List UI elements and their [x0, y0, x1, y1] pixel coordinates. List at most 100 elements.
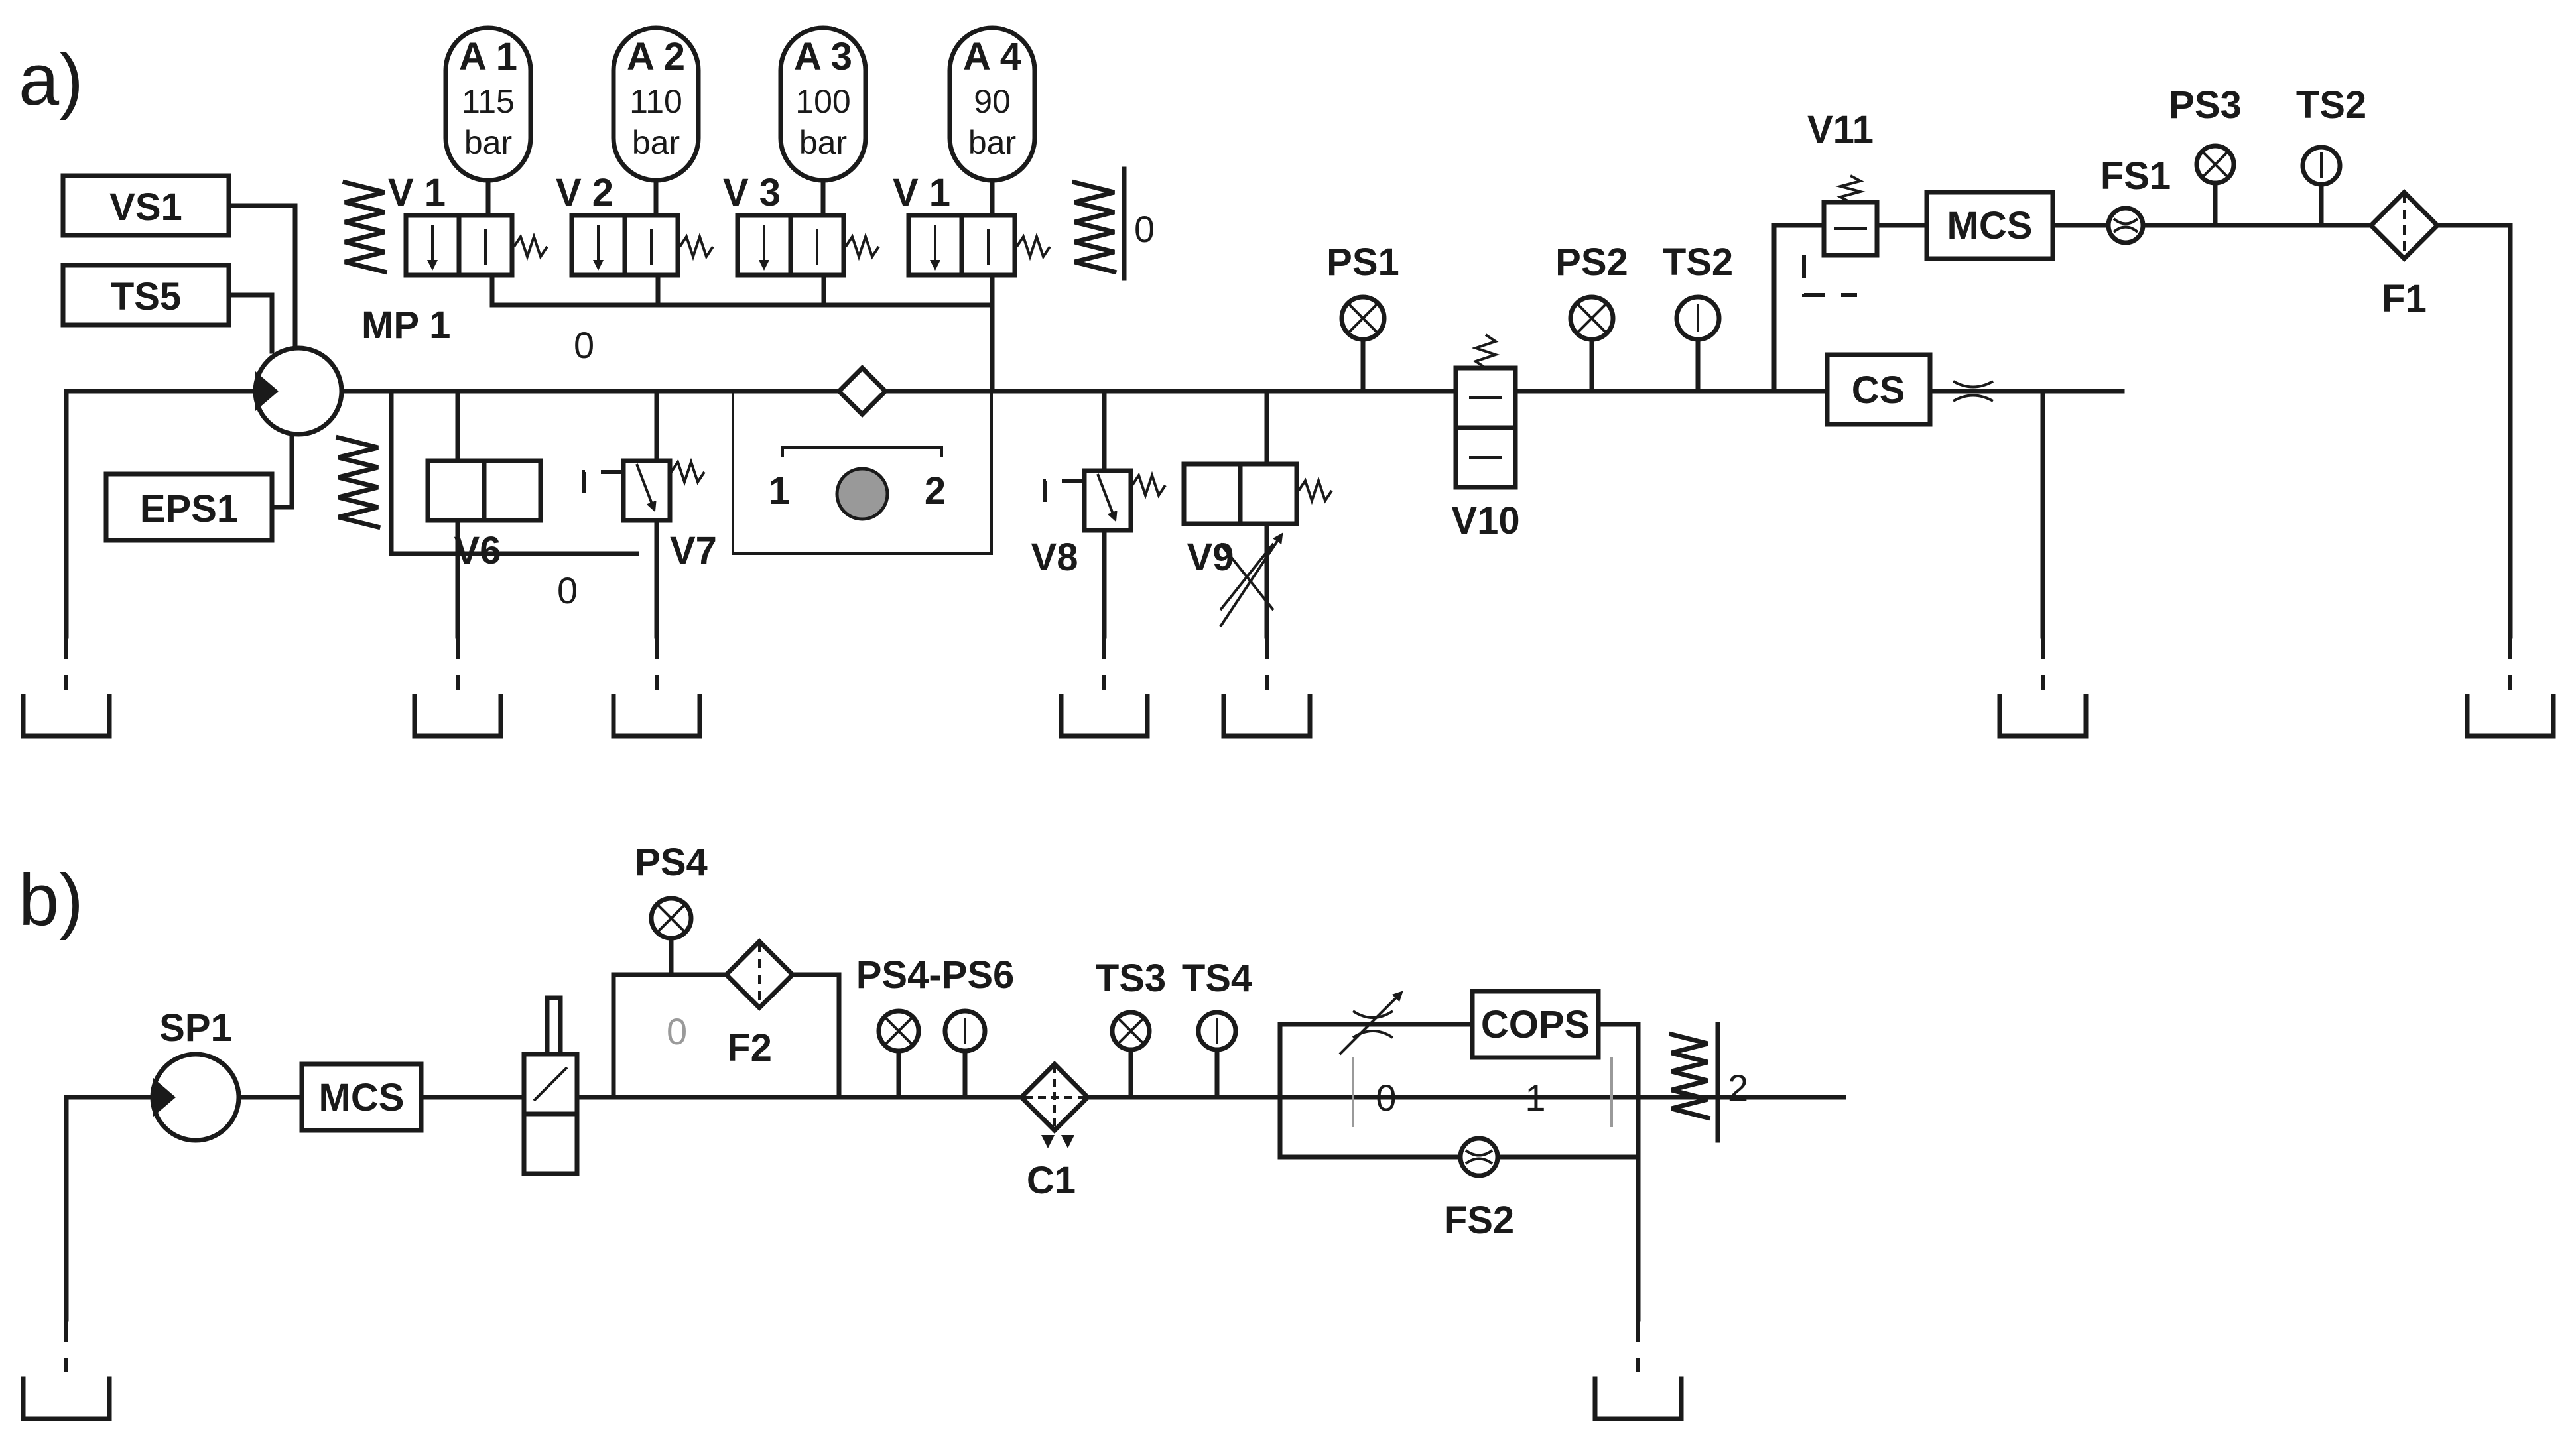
- svg-text:COPS: COPS: [1481, 1003, 1590, 1046]
- sensor-ps4-ps6: PS4-PS6: [856, 953, 1015, 1054]
- tank-icon: [2465, 636, 2556, 739]
- directional-valve: [521, 995, 580, 1176]
- svg-text:115: 115: [462, 83, 515, 120]
- svg-text:100: 100: [795, 83, 850, 120]
- svg-text:EPS1: EPS1: [140, 487, 238, 530]
- filter-f1: F1: [2368, 189, 2441, 320]
- svg-text:PS3: PS3: [2169, 84, 2242, 127]
- svg-text:F2: F2: [727, 1026, 772, 1069]
- throttle-valve: [1338, 991, 1403, 1056]
- label-zero-bus: 0: [574, 324, 594, 366]
- sensor-ts5: TS5: [60, 263, 231, 328]
- svg-text:V7: V7: [670, 529, 717, 572]
- svg-text:bar: bar: [968, 124, 1016, 161]
- sensor-ts4: TS4: [1182, 957, 1252, 1052]
- controller-mcs-a: MCS: [1924, 190, 2055, 261]
- svg-text:TS2: TS2: [2296, 84, 2366, 127]
- svg-text:bar: bar: [799, 124, 847, 161]
- controller-mcs-b: MCS: [299, 1061, 424, 1133]
- controller-cs: CS: [1825, 352, 1933, 427]
- svg-text:MCS: MCS: [1947, 204, 2033, 247]
- label-zero-f2: 0: [667, 1010, 687, 1052]
- sensor-ts2-a: TS2: [1663, 241, 1733, 342]
- tank-icon: [1221, 636, 1313, 739]
- svg-text:A 4: A 4: [963, 35, 1021, 78]
- svg-text:SP1: SP1: [159, 1006, 232, 1050]
- sensor-ts3: TS3: [1096, 957, 1166, 1052]
- svg-text:V6: V6: [454, 529, 501, 572]
- valve-v2: V 2: [556, 171, 714, 278]
- panel-b-label: b): [19, 859, 84, 941]
- svg-text:V9: V9: [1187, 536, 1234, 579]
- svg-text:TS2: TS2: [1663, 241, 1733, 284]
- svg-text:VS1: VS1: [109, 186, 182, 229]
- sensor-ps4: PS4: [635, 841, 708, 941]
- valve-v7: V7: [582, 457, 717, 572]
- label-zero-right: 0: [1134, 208, 1155, 250]
- valve-v8: V8: [1031, 468, 1167, 579]
- svg-text:2: 2: [925, 469, 946, 513]
- tank-icon: [412, 636, 503, 739]
- pump-mp1: MP 1: [253, 304, 450, 437]
- sensor-ts2-b: TS2: [2296, 84, 2366, 187]
- svg-text:V8: V8: [1031, 536, 1078, 579]
- svg-text:V 1: V 1: [893, 171, 950, 214]
- svg-text:PS4: PS4: [635, 841, 708, 884]
- spring-icon: [335, 434, 381, 530]
- sensor-fs2: FS2: [1444, 1136, 1514, 1242]
- sensor-eps1: EPS1: [103, 471, 275, 543]
- accumulator-a3: A 3 100 bar: [778, 25, 868, 183]
- svg-text:bar: bar: [632, 124, 680, 161]
- svg-text:A 3: A 3: [794, 35, 852, 78]
- valve-v3: V 3: [723, 171, 880, 278]
- tank-icon: [1059, 636, 1150, 739]
- spring-icon: [342, 179, 388, 275]
- svg-text:TS4: TS4: [1182, 957, 1252, 1000]
- accumulator-a4: A 4 90 bar: [947, 25, 1037, 183]
- label-zero-v6v7: 0: [557, 570, 578, 611]
- svg-text:PS1: PS1: [1326, 241, 1399, 284]
- tank-icon: [1592, 1319, 1684, 1421]
- svg-text:C1: C1: [1027, 1159, 1076, 1202]
- valve-v1-left: V 1: [388, 171, 548, 278]
- sensor-fs1: FS1: [2100, 154, 2171, 245]
- tank-icon: [21, 636, 112, 739]
- tank-icon: [611, 636, 702, 739]
- svg-text:V 2: V 2: [556, 171, 613, 214]
- svg-text:1: 1: [769, 469, 790, 513]
- check-valve-module: 1 2: [732, 365, 993, 555]
- sensor-ps3: PS3: [2169, 84, 2242, 186]
- accumulator-a1: A 1 115 bar: [443, 25, 533, 183]
- accumulator-a2: A 2 110 bar: [611, 25, 701, 183]
- controller-cops: COPS: [1470, 989, 1601, 1060]
- valve-v6: V6: [425, 458, 543, 572]
- valve-v9: V9: [1181, 461, 1333, 628]
- svg-text:PS4-PS6: PS4-PS6: [856, 953, 1015, 997]
- svg-text:bar: bar: [464, 124, 512, 161]
- svg-text:FS2: FS2: [1444, 1199, 1514, 1242]
- tank-icon: [1997, 636, 2089, 739]
- svg-text:V 3: V 3: [723, 171, 781, 214]
- svg-text:A 1: A 1: [459, 35, 517, 78]
- svg-text:90: 90: [974, 83, 1011, 120]
- svg-text:V 1: V 1: [388, 171, 446, 214]
- svg-text:F1: F1: [2382, 277, 2427, 320]
- svg-text:TS5: TS5: [111, 275, 181, 318]
- tank-icon: [21, 1319, 112, 1421]
- label-zero-cops: 0: [1376, 1077, 1396, 1118]
- valve-v1-right: V 1: [893, 171, 1051, 278]
- svg-text:MCS: MCS: [319, 1076, 405, 1119]
- label-one-cops: 1: [1525, 1077, 1545, 1118]
- spring-icon: [1071, 179, 1118, 275]
- spring-icon: [1668, 1031, 1711, 1121]
- svg-text:FS1: FS1: [2100, 154, 2171, 198]
- svg-text:V11: V11: [1807, 108, 1874, 151]
- filter-f2: F2: [723, 938, 796, 1069]
- svg-text:TS3: TS3: [1096, 957, 1166, 1000]
- sensor-ps1: PS1: [1326, 241, 1399, 342]
- svg-text:110: 110: [629, 83, 682, 120]
- sensor-vs1: VS1: [60, 173, 231, 238]
- label-two: 2: [1728, 1067, 1748, 1109]
- svg-text:V10: V10: [1451, 499, 1519, 542]
- svg-text:CS: CS: [1852, 369, 1905, 412]
